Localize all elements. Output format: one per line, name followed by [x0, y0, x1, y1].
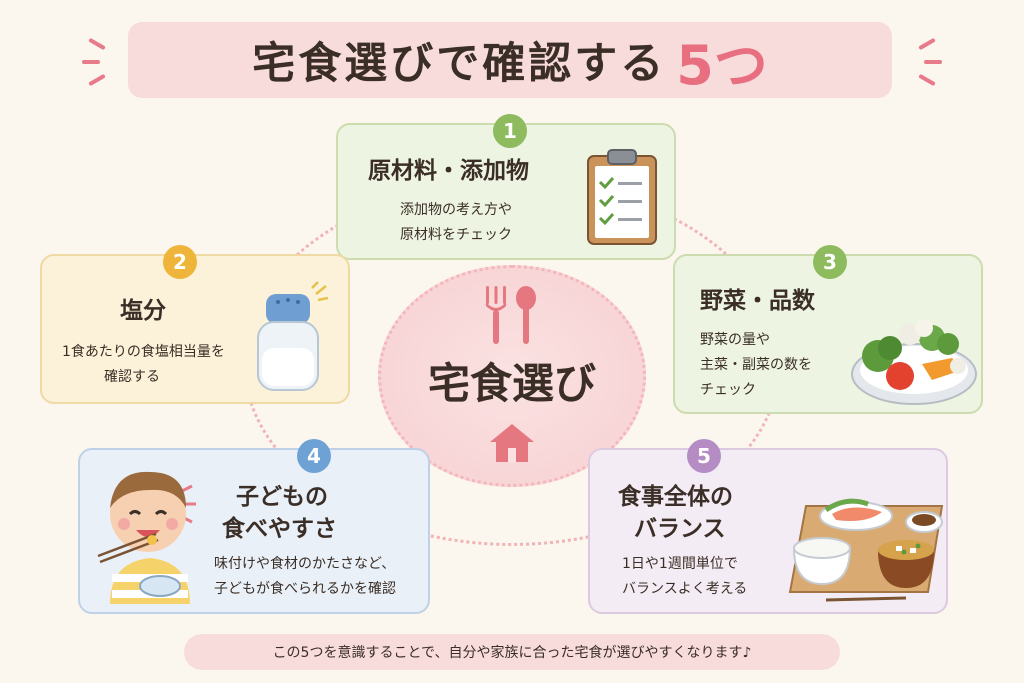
card-heading: 原材料・添加物 [368, 158, 529, 184]
sparkle-icon [918, 73, 936, 87]
clipboard-checklist-icon [587, 149, 657, 245]
card-desc-line: 野菜の量や [700, 332, 770, 348]
child-eating-icon [97, 471, 196, 604]
vegetable-plate-icon [851, 319, 977, 405]
fork-icon [486, 286, 506, 344]
card-desc-line: 1食あたりの食塩相当量を [62, 344, 225, 360]
card-heading: 野菜・品数 [700, 288, 815, 314]
house-icon [490, 424, 534, 462]
card-heading: 子どもの [236, 484, 328, 510]
spoon-icon [516, 286, 536, 344]
card-desc-line: 子どもが食べられるかを確認 [214, 581, 396, 597]
card-heading: 食事全体の [618, 484, 733, 510]
salt-shaker-icon [257, 281, 329, 391]
card-desc-line: チェック [700, 382, 756, 398]
card-heading: バランス [634, 516, 726, 542]
sparkle-icon [88, 37, 106, 51]
sparkle-icon [918, 37, 936, 51]
card-desc-line: 確認する [104, 369, 160, 385]
card-desc-line: 主菜・副菜の数を [700, 357, 812, 373]
card-number-badge: 3 [813, 245, 847, 279]
title-banner: 宅食選びで確認する 5つ [128, 22, 892, 98]
card-desc-line: 原材料をチェック [400, 227, 512, 243]
card-heading: 食べやすさ [222, 516, 337, 542]
card-desc-line: 添加物の考え方や [400, 202, 512, 218]
card-desc-line: バランスよく考える [622, 581, 748, 597]
page-title: 宅食選びで確認する [252, 39, 667, 89]
card-desc-line: 1日や1週間単位で [622, 556, 738, 572]
sparkle-icon [924, 60, 942, 64]
page-title-accent: 5つ [676, 33, 768, 97]
card-number-badge: 5 [687, 439, 721, 473]
card-number-badge: 2 [163, 245, 197, 279]
card-number-badge: 1 [493, 114, 527, 148]
footer-note: この5つを意識することで、自分や家族に合った宅食が選びやすくなります♪ [184, 634, 840, 670]
sparkle-icon [88, 73, 106, 87]
card-number-badge: 4 [297, 439, 331, 473]
card-heading: 塩分 [120, 298, 166, 324]
center-title: 宅食選び [427, 359, 596, 408]
card-desc-line: 味付けや食材のかたさなど、 [214, 556, 396, 572]
sparkle-icon [82, 60, 100, 64]
meal-tray-icon [788, 498, 944, 602]
